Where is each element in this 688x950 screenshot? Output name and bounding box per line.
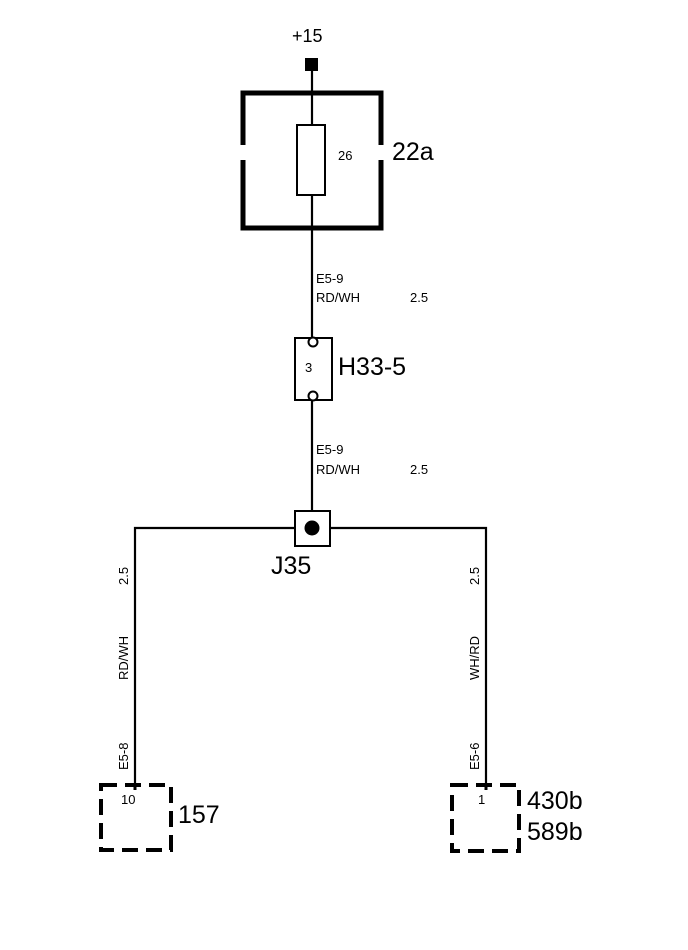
component-left-ref: 157 <box>178 801 220 829</box>
wire-branch-left <box>133 526 295 785</box>
component-left-box <box>99 783 173 852</box>
fuse-number: 26 <box>338 148 352 163</box>
connector-ref: H33-5 <box>338 353 406 381</box>
junction-ref: J35 <box>271 552 311 580</box>
fuse-box-ref: 22a <box>392 138 434 166</box>
component-right-pin: 1 <box>478 792 485 807</box>
branch-left-size: 2.5 <box>116 567 131 585</box>
connector-pin-bottom <box>307 390 319 402</box>
supply-terminal <box>305 58 318 71</box>
component-right-box <box>450 783 521 853</box>
junction-dot <box>304 520 320 536</box>
wire-top-color: RD/WH <box>316 290 360 305</box>
wire-branch-right <box>330 526 488 785</box>
connector-h33 <box>294 337 333 401</box>
fuse-symbol <box>296 124 326 196</box>
connector-pin: 3 <box>305 360 312 375</box>
wire-mid-code: E5-9 <box>316 442 343 457</box>
wire-top-code: E5-9 <box>316 271 343 286</box>
wire-mid-color: RD/WH <box>316 462 360 477</box>
branch-left-code: E5-8 <box>116 743 131 770</box>
branch-left-color: RD/WH <box>116 636 131 680</box>
connector-pin-top <box>307 336 319 348</box>
component-left-pin: 10 <box>121 792 135 807</box>
branch-right-code: E5-6 <box>467 743 482 770</box>
wire-top-size: 2.5 <box>410 290 428 305</box>
wire-mid-size: 2.5 <box>410 462 428 477</box>
branch-right-color: WH/RD <box>467 636 482 680</box>
supply-label: +15 <box>292 26 323 46</box>
component-right-ref-2: 589b <box>527 818 583 846</box>
branch-right-size: 2.5 <box>467 567 482 585</box>
component-right-ref-1: 430b <box>527 787 583 815</box>
